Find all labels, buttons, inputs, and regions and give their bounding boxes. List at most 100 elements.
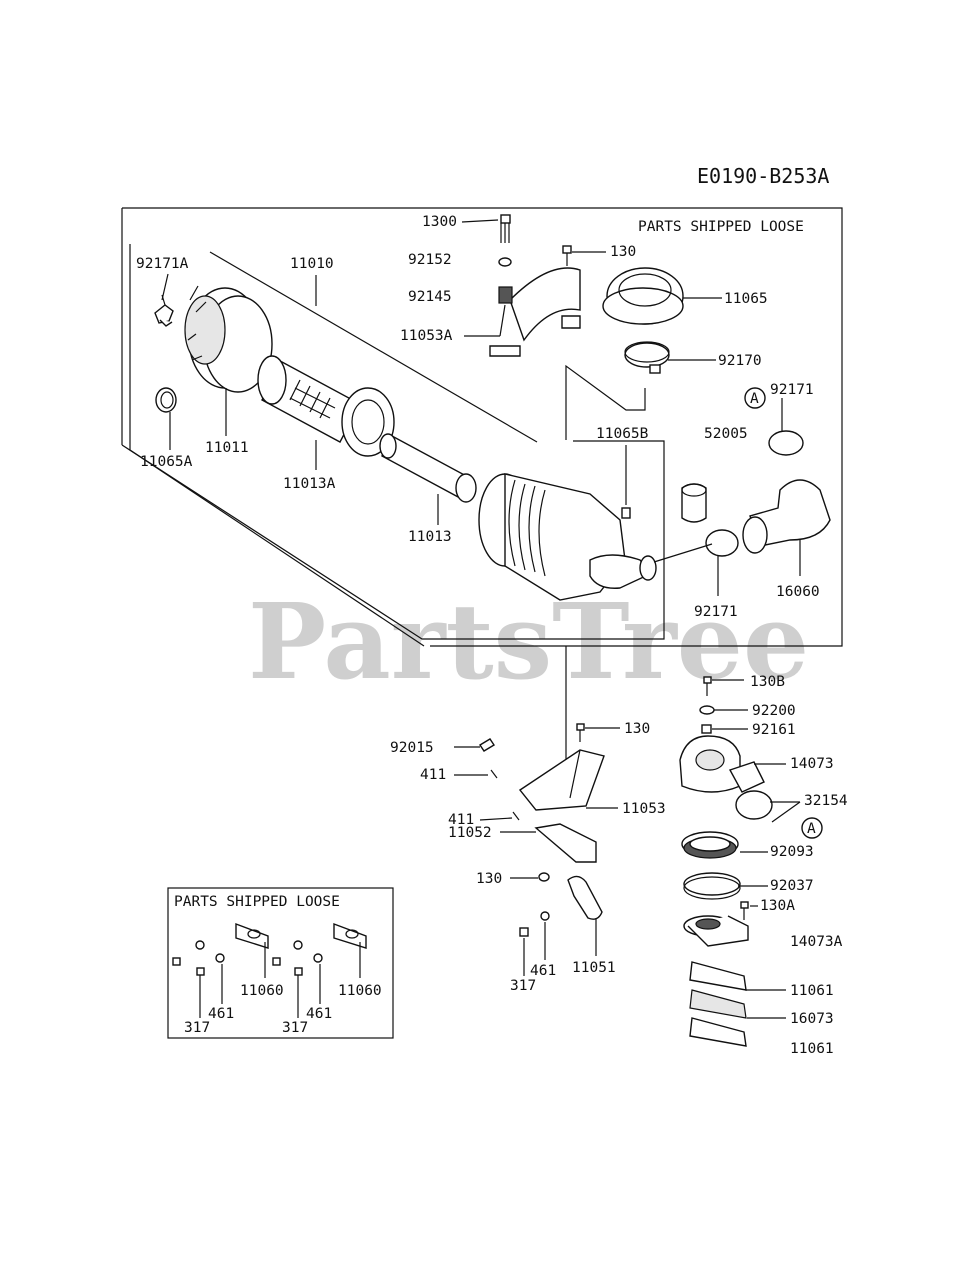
label-92015: 92015	[390, 740, 434, 756]
label-16060: 16060	[776, 584, 820, 600]
label-92171-top: 92171	[770, 382, 814, 398]
pin-411-a	[490, 769, 498, 779]
nut-317-a	[196, 967, 205, 976]
gasket-16073	[689, 989, 747, 1019]
watermark: PartsTree	[248, 580, 809, 703]
nut-a1	[172, 957, 181, 966]
band-11053a	[489, 267, 581, 357]
nut-317-b	[294, 967, 303, 976]
ref-circle-a-bottom: A	[801, 817, 823, 839]
gasket-11060-a	[235, 922, 269, 949]
label-11065a: 11065A	[140, 454, 193, 470]
gasket-11061-a	[689, 961, 747, 991]
gasket-11060-b	[333, 922, 367, 949]
adapter-14073a	[683, 915, 749, 947]
label-92171a: 92171A	[136, 256, 189, 272]
label-411-b: 411	[448, 812, 474, 828]
label-11065b: 11065B	[596, 426, 649, 442]
label-11052: 11052	[448, 825, 492, 841]
leader-lines	[161, 219, 801, 1019]
label-11061-a: 11061	[790, 983, 834, 999]
clamp-92171-bottom	[705, 529, 739, 557]
washer-a1	[195, 940, 205, 950]
label-11010: 11010	[290, 256, 334, 272]
air-cleaner-cover-11011	[184, 285, 273, 393]
air-cleaner-body-52005	[478, 473, 657, 601]
label-411-a: 411	[420, 767, 446, 783]
label-130-low: 130	[476, 871, 502, 887]
label-92152: 92152	[408, 252, 452, 268]
label-14073: 14073	[790, 756, 834, 772]
label-11013: 11013	[408, 529, 452, 545]
label-461-br: 461	[530, 963, 556, 979]
label-317-a: 317	[184, 1020, 210, 1036]
label-317-b: 317	[282, 1020, 308, 1036]
bolt-1300	[500, 214, 511, 243]
bracket-11052	[534, 823, 597, 863]
seal-92093	[681, 831, 739, 859]
label-461-a: 461	[208, 1006, 234, 1022]
label-11061-b: 11061	[790, 1041, 834, 1057]
plug-fitting	[681, 483, 707, 523]
bracket-11051	[567, 875, 603, 920]
label-11013a: 11013A	[283, 476, 336, 492]
label-92171-bottom: 92171	[694, 604, 738, 620]
ring-32154	[735, 790, 773, 820]
bracket-11053	[518, 749, 605, 811]
label-11051: 11051	[572, 960, 616, 976]
small-loose-title: PARTS SHIPPED LOOSE	[174, 894, 340, 910]
filter-element-11013a	[257, 355, 395, 457]
nut-92161	[701, 724, 712, 734]
label-11060-a: 11060	[240, 983, 284, 999]
band-92037	[683, 872, 741, 900]
nut-317-br	[519, 927, 529, 937]
label-11065: 11065	[724, 291, 768, 307]
label-11053: 11053	[622, 801, 666, 817]
hose-16060	[742, 479, 831, 554]
label-92093: 92093	[770, 844, 814, 860]
small-loose-box	[167, 887, 394, 1039]
fitting-11065b	[621, 507, 631, 519]
nut-130-low	[538, 872, 550, 882]
main-loose-title: PARTS SHIPPED LOOSE	[638, 219, 804, 235]
label-92161: 92161	[752, 722, 796, 738]
ref-a-top-label: A	[750, 391, 759, 407]
label-52005: 52005	[704, 426, 748, 442]
washer-92200	[699, 705, 715, 715]
label-92145: 92145	[408, 289, 452, 305]
label-317-br: 317	[510, 978, 536, 994]
ref-circle-a-top: A	[744, 387, 766, 409]
washer-b1	[293, 940, 303, 950]
label-461-b: 461	[306, 1006, 332, 1022]
clamp-92171-top	[768, 430, 804, 456]
nut-b1	[272, 957, 281, 966]
washer-461-br	[540, 911, 550, 921]
bolt-130-top	[562, 245, 572, 266]
washer-461-b	[313, 953, 323, 963]
ref-a-bottom-label: A	[807, 821, 816, 837]
inner-element-11013	[379, 433, 477, 503]
label-11011: 11011	[205, 440, 249, 456]
clamp-92171a	[154, 294, 174, 327]
bolt-130-mid	[576, 723, 585, 742]
label-11060-b: 11060	[338, 983, 382, 999]
label-130b: 130B	[750, 674, 785, 690]
label-14073a: 14073A	[790, 934, 843, 950]
bolt-130b	[703, 676, 712, 696]
washer-461-a	[215, 953, 225, 963]
label-1300: 1300	[422, 214, 457, 230]
label-32154: 32154	[804, 793, 848, 809]
label-92200: 92200	[752, 703, 796, 719]
housing-14073	[679, 735, 765, 793]
label-130a: 130A	[760, 898, 795, 914]
label-92170: 92170	[718, 353, 762, 369]
clamp-92170	[624, 341, 670, 374]
gasket-11061-b	[689, 1017, 747, 1047]
clamp-11065a	[155, 387, 177, 413]
label-92037: 92037	[770, 878, 814, 894]
pin-411-b	[512, 811, 520, 821]
label-130-mid: 130	[624, 721, 650, 737]
main-frame	[121, 207, 843, 775]
cap-11065	[602, 267, 684, 325]
